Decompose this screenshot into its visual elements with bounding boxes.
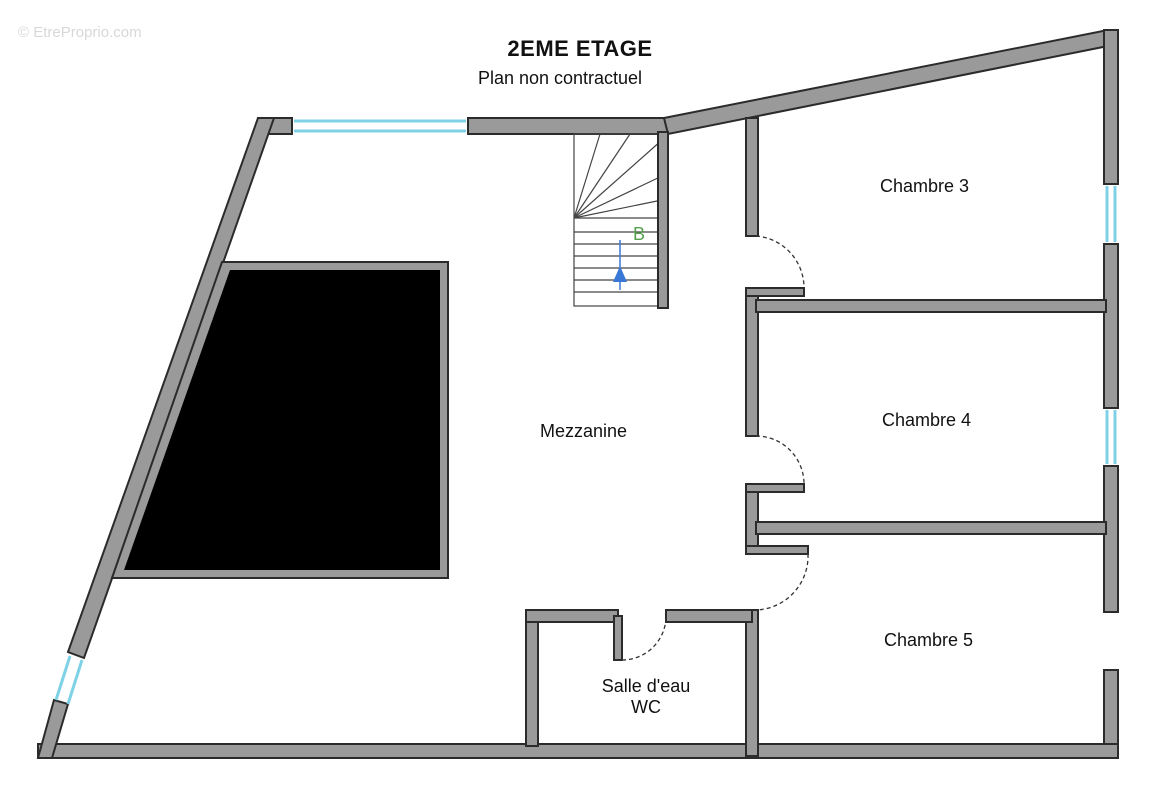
door-stub-bath <box>613 615 623 661</box>
stair-winder-2 <box>573 133 631 219</box>
wall-left-lower <box>36 698 70 759</box>
door-stub-c5 <box>745 545 809 555</box>
window-left-1 <box>54 655 72 701</box>
room-label-salle-eau-line1: Salle d'eau <box>601 676 691 696</box>
room-label-mezzanine: Mezzanine <box>540 421 628 441</box>
wall-left-upper <box>66 117 276 660</box>
wall-right-2 <box>1103 243 1119 409</box>
void-fill <box>124 270 440 570</box>
wall-right-3 <box>1103 465 1119 613</box>
wall-bottom <box>37 743 1119 759</box>
stair-marker-label: B <box>633 224 646 244</box>
interior-walls <box>525 117 1107 757</box>
wall-c3-c4 <box>755 299 1107 313</box>
windows <box>54 119 1117 705</box>
wall-top-middle <box>467 117 669 135</box>
page-title: 2EME ETAGE <box>507 36 653 61</box>
door-arc-c5 <box>755 553 809 611</box>
room-label-wc: WC <box>631 697 661 717</box>
door-swings <box>621 235 809 661</box>
wall-corridor-1 <box>745 117 759 237</box>
room-label-chambre5: Chambre 5 <box>884 630 974 650</box>
wall-corridor-3 <box>745 485 759 553</box>
door-stub-c3 <box>745 287 805 297</box>
stair-treads <box>574 231 662 293</box>
void-area <box>110 261 449 579</box>
door-arc-c3 <box>755 235 805 289</box>
wall-stair-right <box>657 131 669 309</box>
watermark: © EtreProprio.com <box>18 24 142 41</box>
page-subtitle: Plan non contractuel <box>477 68 643 88</box>
door-arc-bath <box>621 617 667 661</box>
wall-corridor-4 <box>745 609 759 757</box>
wall-bath-top-2 <box>665 609 753 623</box>
wall-c4-c5 <box>755 521 1107 535</box>
wall-bath-left <box>525 609 539 747</box>
stair-winder-1 <box>573 133 601 219</box>
stair-winder-3 <box>573 139 663 219</box>
wall-right-1 <box>1103 29 1119 185</box>
room-label-salle-eau: Salle d'eau WC <box>586 676 706 718</box>
stair-arrow-icon <box>613 266 627 282</box>
outer-walls <box>36 29 1119 759</box>
door-arc-c4 <box>755 435 805 485</box>
room-label-chambre4: Chambre 4 <box>882 410 972 430</box>
room-label-chambre3: Chambre 3 <box>880 176 970 196</box>
staircase <box>573 133 663 307</box>
door-stub-c4 <box>745 483 805 493</box>
wall-corridor-2 <box>745 291 759 437</box>
wall-bath-top-1 <box>525 609 619 623</box>
stair-winder-4 <box>573 175 663 219</box>
window-left-1b <box>66 659 84 705</box>
stair-winder-5 <box>573 199 663 219</box>
